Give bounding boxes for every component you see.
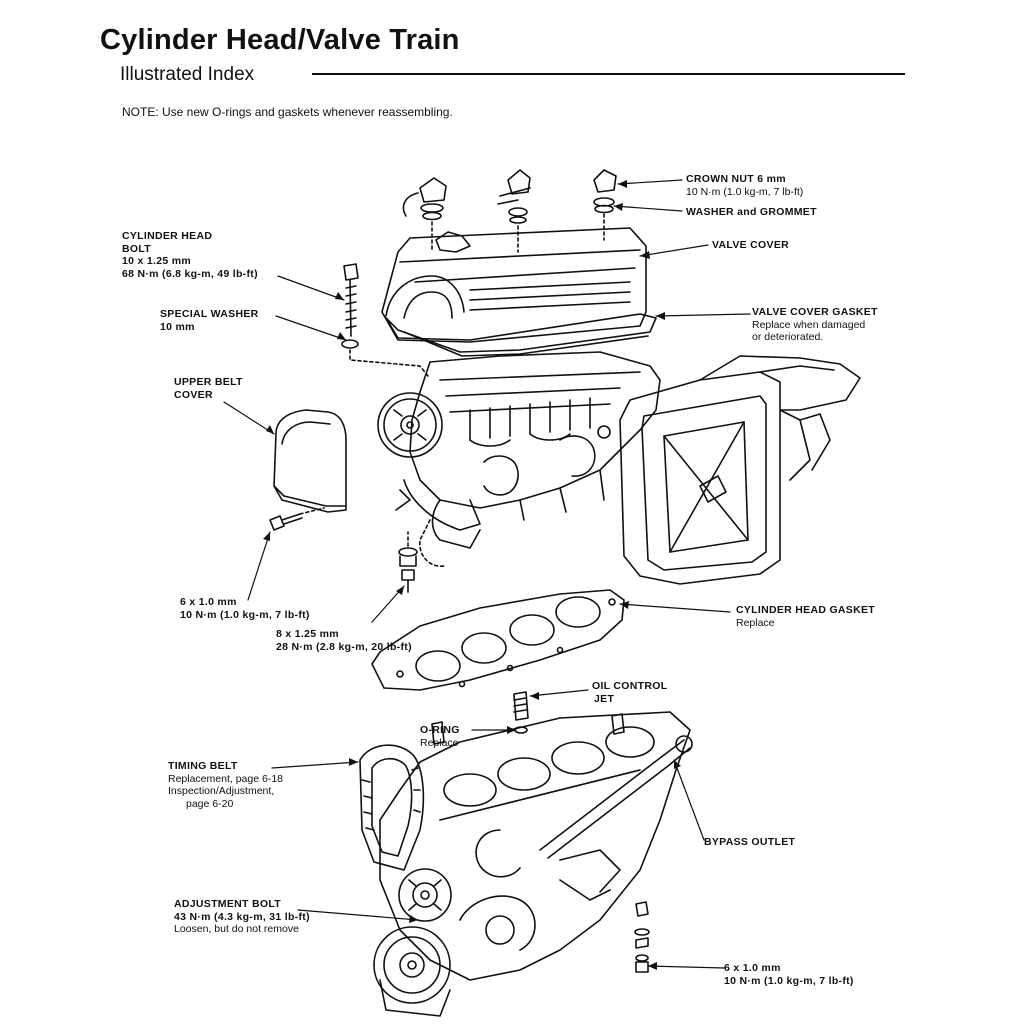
bolt-6x1-size: 6 x 1.0 mm [180, 596, 237, 608]
label-special-washer: SPECIAL WASHER 10 mm [160, 308, 259, 333]
special-washer-size: 10 mm [160, 320, 195, 333]
label-crown-nut: CROWN NUT 6 mm 10 N·m (1.0 kg-m, 7 lb-ft… [686, 173, 803, 198]
cyl-head-gasket-note: Replace [736, 616, 775, 629]
leader-lines [224, 180, 750, 968]
cam-sprocket [378, 393, 442, 457]
label-o-ring: O-RING Replace [420, 724, 460, 749]
label-oil-control-jet: OIL CONTROL JET [592, 680, 667, 705]
label-valve-cover-gasket: VALVE COVER GASKET Replace when damaged … [752, 306, 878, 344]
reassembly-note: NOTE: Use new O-rings and gaskets whenev… [122, 105, 453, 119]
crown-nut-left [403, 178, 446, 220]
crown-nut-spec: 10 N·m (1.0 kg-m, 7 lb-ft) [686, 185, 804, 198]
crown-nut-name: CROWN NUT 6 mm [686, 173, 786, 185]
label-upper-belt-cover: UPPER BELT COVER [174, 376, 243, 401]
timing-belt-note2: Inspection/Adjustment, [168, 785, 275, 797]
bolt-6x1-bottom-size: 6 x 1.0 mm [724, 962, 781, 974]
air-cleaner-box [620, 356, 860, 584]
cyl-head-bolt-name2: BOLT [122, 242, 151, 255]
subtitle-rule [312, 73, 905, 75]
valve-cover [382, 228, 646, 342]
o-ring-name: O-RING [420, 724, 460, 736]
label-bypass-outlet: BYPASS OUTLET [704, 836, 795, 849]
timing-belt-name: TIMING BELT [168, 760, 238, 772]
valve-cover-name: VALVE COVER [712, 239, 790, 251]
page-title: Cylinder Head/Valve Train [100, 24, 460, 56]
upper-belt-cover-name1: UPPER BELT [174, 376, 243, 388]
cyl-head-gasket-name: CYLINDER HEAD GASKET [736, 604, 876, 616]
label-timing-belt: TIMING BELT Replacement, page 6-18 Inspe… [168, 760, 283, 810]
cylinder-head-assembly [396, 352, 660, 566]
label-cylinder-head-gasket: CYLINDER HEAD GASKET Replace [736, 604, 875, 629]
label-valve-cover: VALVE COVER [712, 239, 789, 252]
o-ring-note: Replace [420, 736, 459, 749]
crown-nut-center [498, 170, 530, 223]
label-adjustment-bolt: ADJUSTMENT BOLT 43 N·m (4.3 kg-m, 31 lb-… [174, 898, 310, 936]
bolt-8x125-spec: 28 N·m (2.8 kg-m, 20 lb-ft) [276, 640, 412, 653]
page-subtitle: Illustrated Index [120, 64, 255, 85]
cylinder-head-gasket [372, 590, 624, 690]
oil-control-jet-name1: OIL CONTROL [592, 680, 668, 692]
cyl-head-bolt-name1: CYLINDER HEAD [122, 230, 213, 242]
crank-pulley [374, 869, 451, 1016]
bolt-6x1-bottom [635, 902, 649, 972]
label-cylinder-head-bolt: CYLINDER HEAD BOLT 10 x 1.25 mm 68 N·m (… [122, 230, 258, 280]
upper-belt-cover-name2: COVER [174, 388, 213, 401]
oil-control-jet [514, 692, 528, 720]
bolt-6x1-upper [270, 514, 302, 530]
oil-control-jet-name2: JET [594, 692, 615, 705]
timing-belt-note1: Replacement, page 6-18 [168, 772, 283, 785]
cylinder-head-bolt [342, 264, 358, 348]
valve-cover-gasket-note2: or deteriorated. [752, 331, 824, 343]
bolt-6x1-spec: 10 N·m (1.0 kg-m, 7 lb-ft) [180, 608, 310, 621]
bypass-outlet-name: BYPASS OUTLET [704, 836, 796, 848]
adjustment-bolt-note: Loosen, but do not remove [174, 923, 299, 935]
upper-belt-cover [274, 410, 346, 512]
label-washer-grommet: WASHER and GROMMET [686, 206, 817, 219]
special-washer-name: SPECIAL WASHER [160, 308, 259, 320]
timing-belt-note3: page 6-20 [186, 797, 234, 810]
adjustment-bolt-spec: 43 N·m (4.3 kg-m, 31 lb-ft) [174, 910, 310, 923]
valve-cover-gasket [386, 314, 656, 352]
timing-belt [360, 745, 423, 870]
bolt-8x125-size: 8 x 1.25 mm [276, 628, 339, 640]
label-bolt-6x1-upper: 6 x 1.0 mm 10 N·m (1.0 kg-m, 7 lb-ft) [180, 596, 310, 621]
adjustment-bolt-name: ADJUSTMENT BOLT [174, 898, 281, 910]
label-bolt-6x1-bottom: 6 x 1.0 mm 10 N·m (1.0 kg-m, 7 lb-ft) [724, 962, 854, 987]
label-bolt-8x125: 8 x 1.25 mm 28 N·m (2.8 kg-m, 20 lb-ft) [276, 628, 412, 653]
valve-cover-gasket-name: VALVE COVER GASKET [752, 306, 878, 318]
bolt-6x1-bottom-spec: 10 N·m (1.0 kg-m, 7 lb-ft) [724, 974, 854, 987]
crown-nut-right [594, 170, 616, 213]
bolt-8x125 [399, 548, 417, 592]
cyl-head-bolt-spec: 68 N·m (6.8 kg-m, 49 lb-ft) [122, 267, 258, 280]
washer-grommet-name: WASHER and GROMMET [686, 206, 817, 218]
valve-cover-gasket-note1: Replace when damaged [752, 318, 866, 331]
engine-block [380, 712, 692, 980]
cyl-head-bolt-size: 10 x 1.25 mm [122, 255, 191, 267]
